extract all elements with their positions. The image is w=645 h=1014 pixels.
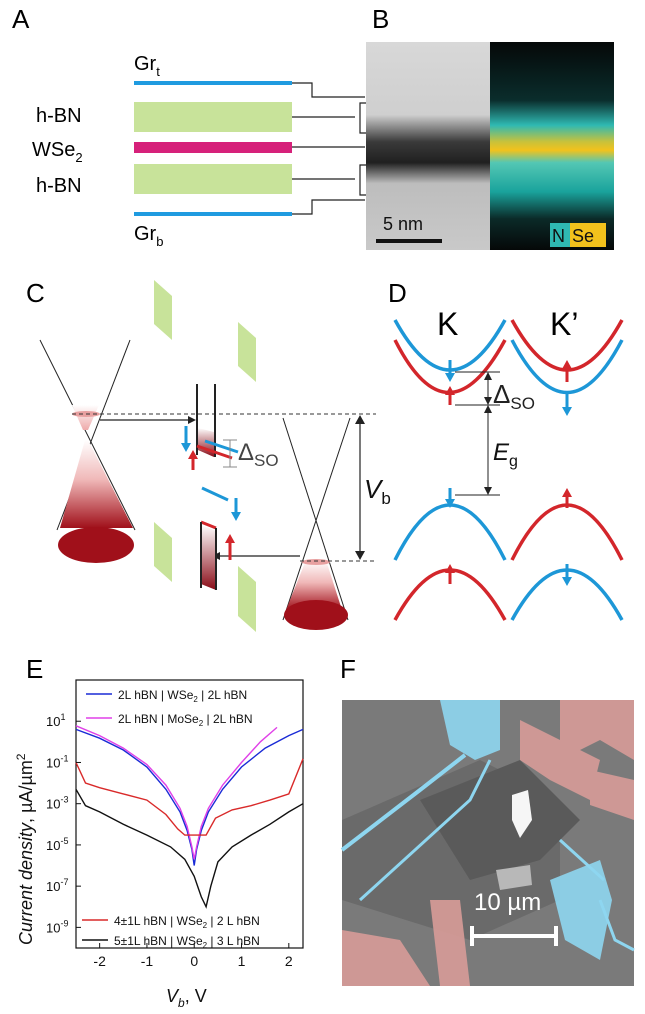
flake-region-dark xyxy=(420,760,580,880)
panel-label-c: C xyxy=(26,278,45,308)
panel-label-d: D xyxy=(388,278,407,308)
chart-xticks: -2 -1 0 1 2 xyxy=(93,943,293,969)
delta-so-marker-c: ΔSO xyxy=(223,439,279,470)
legend-se-swatch xyxy=(570,223,606,247)
hbn-bottom-layer xyxy=(134,164,292,194)
hbn-barriers xyxy=(154,280,256,632)
x-tick-label-4: 2 xyxy=(285,953,293,969)
panel-label-b: B xyxy=(372,4,389,34)
valley-kprime-label: K’ xyxy=(550,306,578,342)
optical-scale-label: 10 µm xyxy=(474,889,541,916)
eg-label: Eg xyxy=(493,439,518,470)
x-tick-label-0: -2 xyxy=(93,953,106,969)
legend-label-1: 2L hBN | WSe2 | 2L hBN xyxy=(118,688,247,704)
chart-legend-bottom: 4±1L hBN | WSe2 | 2 L hBN 5±1L hBN | WSe… xyxy=(82,914,260,950)
series-line-4 xyxy=(75,788,304,909)
panel-d: D K K’ ΔSO xyxy=(388,278,624,621)
layer-label-wse2: WSe2 xyxy=(32,139,83,165)
y-tick-label-3: 10-5 xyxy=(46,836,68,853)
chart-curves xyxy=(75,725,304,909)
y-tick-label-4: 10-7 xyxy=(46,877,68,894)
valley-k-label: K xyxy=(437,306,458,342)
x-tick-label-2: 0 xyxy=(190,953,198,969)
legend-label-2: 2L hBN | MoSe2 | 2L hBN xyxy=(118,712,253,728)
left-dirac-cone xyxy=(39,339,136,563)
kprime-conduction-band-blue xyxy=(510,339,624,395)
layer-label-gr-top: Grt xyxy=(134,53,160,79)
lower-band-well xyxy=(200,486,241,590)
chart-yticks: 101 10-1 10-3 10-5 10-7 10-9 xyxy=(46,712,81,935)
upper-band-well xyxy=(196,384,239,460)
vb-label: Vb xyxy=(364,474,391,508)
chart-ylabel: Current density, µA/µm2 xyxy=(14,753,36,945)
y-tick-label-5: 10-9 xyxy=(46,918,68,935)
spin-arrows-d xyxy=(445,360,572,586)
panel-label-a: A xyxy=(12,4,30,34)
bright-flake xyxy=(512,790,532,838)
tem-scale-label: 5 nm xyxy=(383,214,423,234)
legend-n-label: N xyxy=(552,226,565,246)
series-line-3 xyxy=(75,758,304,836)
right-dirac-cone xyxy=(282,417,351,630)
eels-map xyxy=(490,42,614,250)
chart-frame xyxy=(75,679,304,949)
layer-label-hbn-bottom: h-BN xyxy=(36,175,82,197)
layer-label-hbn-top: h-BN xyxy=(36,105,82,127)
panel-c: C xyxy=(26,278,391,632)
delta-so-label-d: ΔSO xyxy=(493,379,535,413)
chart-xlabel: Vb, V xyxy=(166,986,207,1010)
tem-image xyxy=(366,42,490,250)
delta-so-label-c: ΔSO xyxy=(238,439,279,470)
layer-label-gr-bottom: Grb xyxy=(134,223,163,249)
wse2-layer xyxy=(134,142,292,153)
k-valence-band-blue xyxy=(393,503,507,561)
panel-label-e: E xyxy=(26,654,43,684)
blue-electrodes xyxy=(340,700,635,960)
hbn-top-layer xyxy=(134,102,292,132)
panel-e: E -2 -1 0 1 2 101 10-1 10-3 10-5 10-7 10-9 Curren… xyxy=(14,654,304,1010)
chart-legend-top: 2L hBN | WSe2 | 2L hBN 2L hBN | MoSe2 | … xyxy=(86,688,253,728)
light-flake xyxy=(496,865,532,890)
y-tick-label-2: 10-3 xyxy=(46,795,68,812)
panel-b: B 5 nm N Se xyxy=(366,4,614,250)
connector-lines xyxy=(292,82,366,215)
legend-label-4: 5±1L hBN | WSe2 | 3 L hBN xyxy=(114,934,260,950)
x-tick-label-3: 1 xyxy=(238,953,246,969)
y-tick-label-0: 101 xyxy=(46,712,65,729)
vb-arrow: Vb xyxy=(355,415,391,560)
series-line-1 xyxy=(75,728,304,866)
legend-se-label: Se xyxy=(572,226,594,246)
panel-a: A Grt h-BN WSe2 h-BN Grb xyxy=(12,4,366,249)
pink-electrodes xyxy=(342,700,634,986)
y-tick-label-1: 10-1 xyxy=(46,753,68,770)
series-line-2 xyxy=(75,725,278,860)
panel-f: F 10 µm xyxy=(340,654,635,986)
x-tick-label-1: -1 xyxy=(141,953,154,969)
spin-arrows-upper xyxy=(181,426,198,470)
kprime-valence-band-red xyxy=(510,503,624,561)
panel-label-f: F xyxy=(340,654,356,684)
legend-n-swatch xyxy=(550,223,570,247)
legend-label-3: 4±1L hBN | WSe2 | 2 L hBN xyxy=(114,914,260,930)
